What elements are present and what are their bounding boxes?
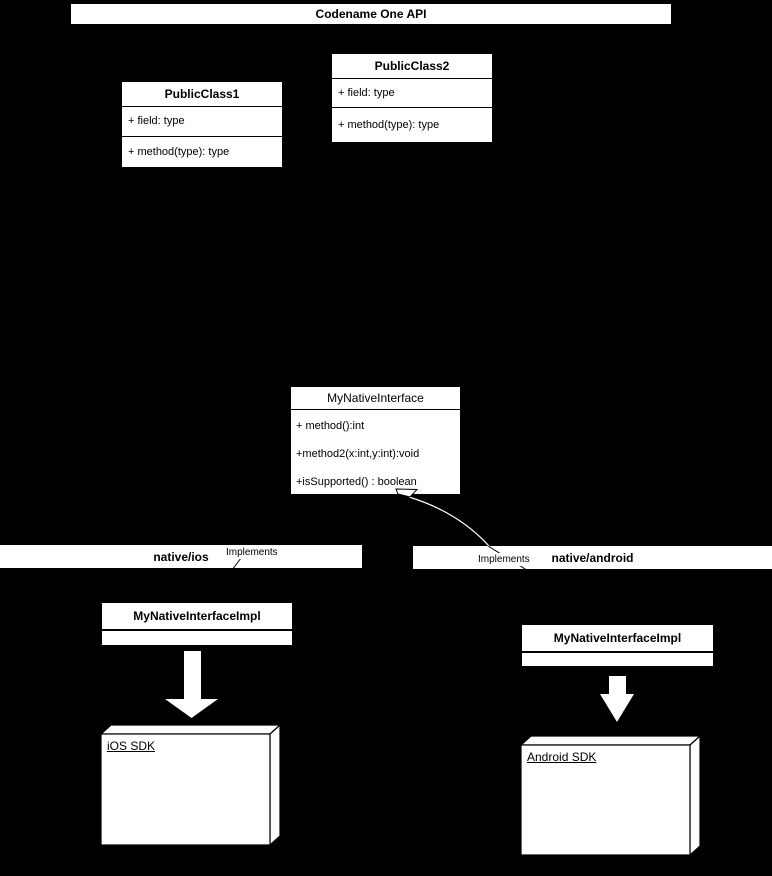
class-member: +method2(x:int,y:int):void [296,448,420,460]
down-block-arrow-icon [600,676,634,722]
class-member: + method():int [296,420,365,432]
class-member: +isSupported() : boolean [296,476,417,488]
empty-compartment [522,653,713,666]
class-member: + method(type): type [128,146,230,158]
package-label: native/android [551,550,634,565]
class-title: PublicClass2 [332,54,492,79]
class-box-impl-ios: MyNativeInterfaceImpl [102,603,292,645]
empty-compartment [102,631,292,645]
edge-label-implements-android: Implements [476,553,532,566]
package-bar-native-android: native/android [413,546,772,569]
edge-label-implements-ios: Implements [224,546,280,559]
api-header-bar: Codename One API [71,4,671,24]
package-bar-native-ios: native/ios [0,545,362,568]
api-header-title: Codename One API [315,7,427,21]
class-title: MyNativeInterface [291,387,460,410]
class-box-mynativeinterface: MyNativeInterface + method():int +method… [291,387,460,494]
class-member: + field: type [332,79,492,108]
class-member: + method(type): type [338,119,440,131]
class-title: MyNativeInterfaceImpl [522,625,713,653]
class-box-publicclass1: PublicClass1 + field: type + method(type… [122,82,282,167]
class-title: PublicClass1 [122,82,282,107]
implements-connector-android [408,496,490,547]
class-box-publicclass2: PublicClass2 + field: type + method(type… [332,54,492,142]
class-box-impl-android: MyNativeInterfaceImpl [522,625,713,666]
class-title: MyNativeInterfaceImpl [102,603,292,631]
sdk-node-label-ios: iOS SDK [107,739,156,753]
down-block-arrow-icon [165,651,218,718]
class-member-compartment: + method():int +method2(x:int,y:int):voi… [291,410,460,494]
class-member: + field: type [122,107,282,137]
sdk-node-label-android: Android SDK [527,750,597,764]
package-label: native/ios [153,549,209,564]
